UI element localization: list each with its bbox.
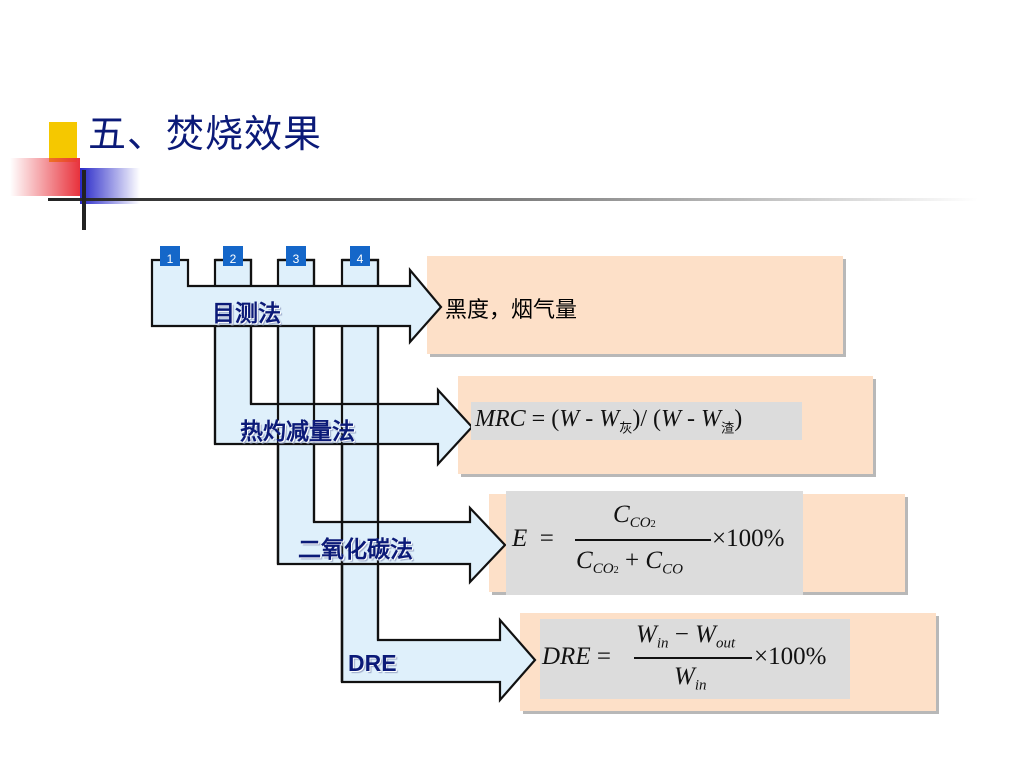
- step-square-1: 1: [160, 246, 180, 266]
- mrc-formula: MRC = (W - W灰)/ (W - W渣): [471, 402, 802, 440]
- method-label-co2: 二氧化碳法: [298, 537, 413, 563]
- dre-formula: DRE = Win − Wout Win ×100%: [540, 619, 850, 699]
- method-label-dre: DRE: [348, 650, 397, 676]
- method-label-mrc: 热灼减量法: [240, 419, 355, 445]
- slide-title: 五、焚烧效果: [88, 112, 323, 156]
- step-square-3: 3: [286, 246, 306, 266]
- title-decoration-icon: [10, 122, 978, 230]
- co2-formula: E = CCO2 CCO2 + CCO ×100%: [506, 491, 803, 595]
- step-square-4: 4: [350, 246, 370, 266]
- method-label-visual: 目测法: [212, 301, 281, 327]
- result-box-visual: [427, 256, 843, 354]
- visual-result-text: 黑度，烟气量: [445, 298, 578, 323]
- step-square-2: 2: [223, 246, 243, 266]
- arrow-visual: [150, 258, 443, 345]
